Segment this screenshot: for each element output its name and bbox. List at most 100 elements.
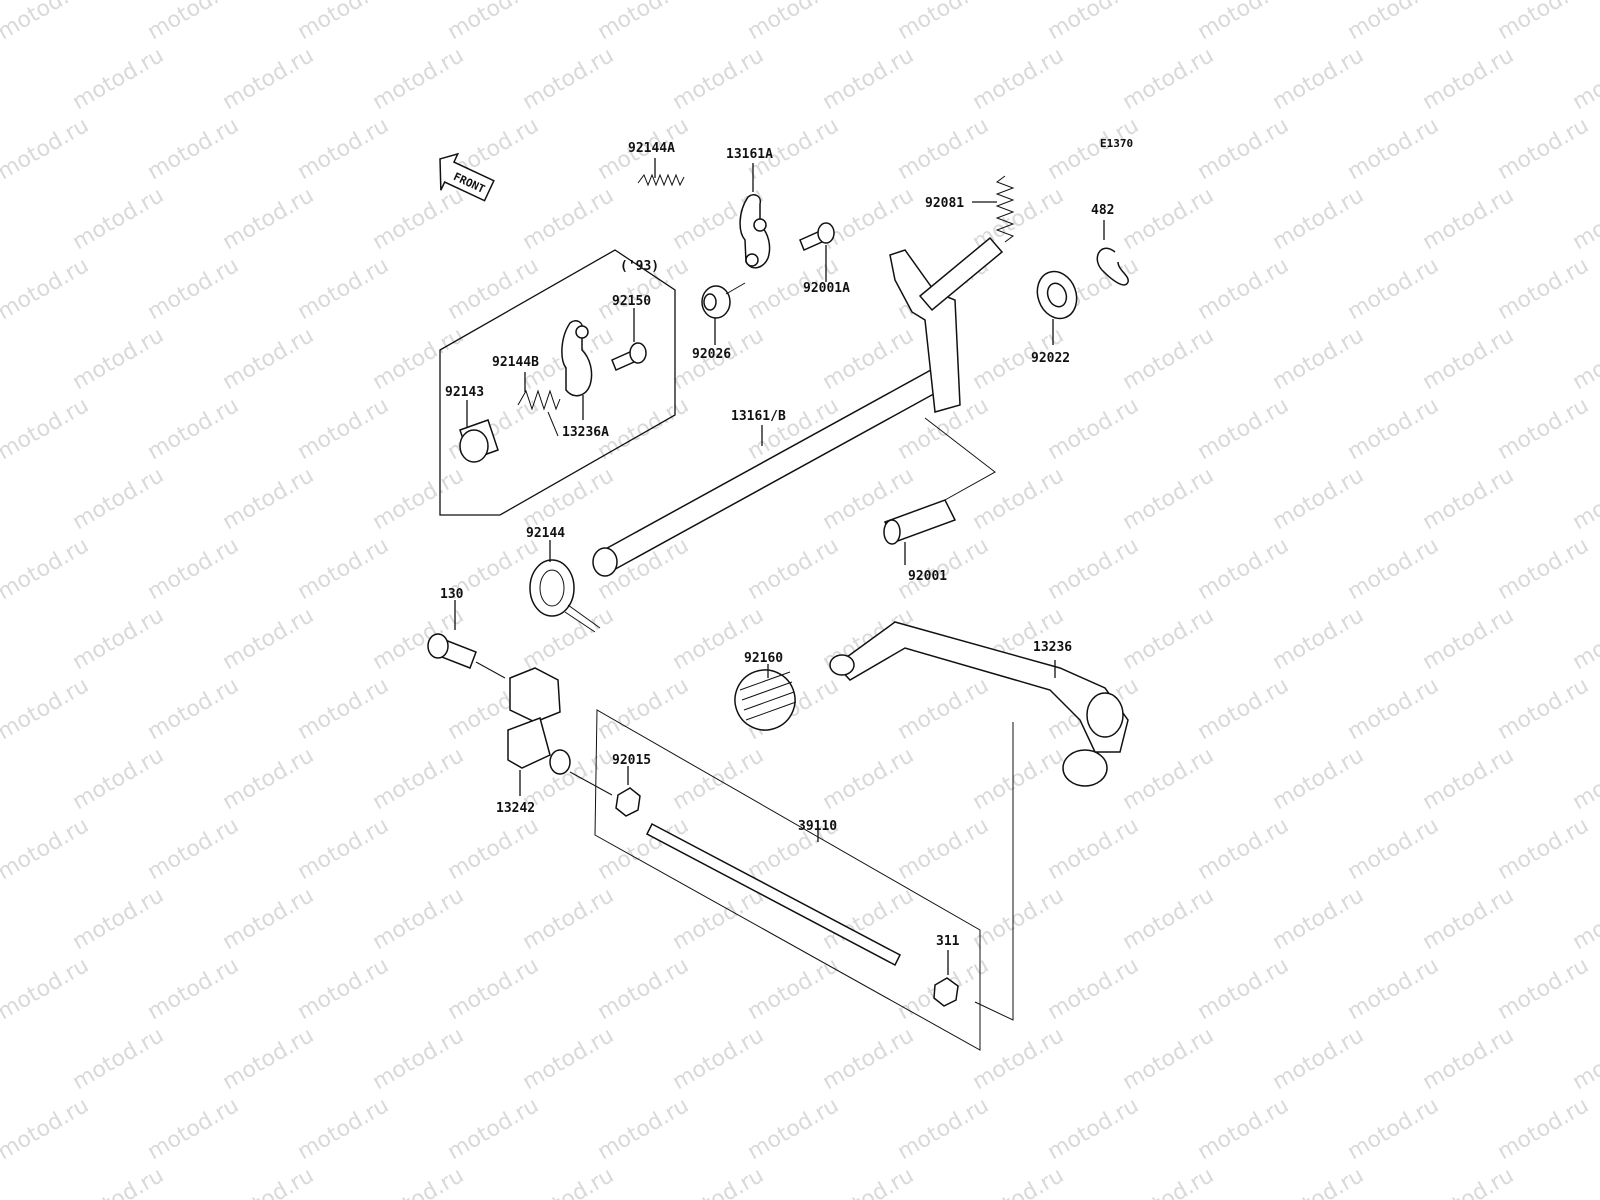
label-92150[interactable]: 92150 <box>612 294 651 309</box>
label-13236a[interactable]: 13236A <box>562 425 609 440</box>
part-13161b-shift-shaft[interactable] <box>592 236 1004 577</box>
watermark-text: motod.ru <box>1118 1023 1218 1095</box>
watermark-text: motod.ru <box>293 953 393 1025</box>
watermark-text: motod.ru <box>1418 743 1518 815</box>
part-92160-rubber[interactable] <box>727 662 804 739</box>
watermark-text: motod.ru <box>143 0 243 45</box>
part-39110-tie-rod[interactable] <box>646 822 901 967</box>
watermark-text: motod.ru <box>818 43 918 115</box>
watermark-text: motod.ru <box>293 673 393 745</box>
watermark-text: motod.ru <box>893 0 993 45</box>
watermark-text: motod.ru <box>1118 323 1218 395</box>
watermark-text: motod.ru <box>968 43 1068 115</box>
watermark-text: motod.ru <box>68 43 168 115</box>
watermark-text: motod.ru <box>1118 883 1218 955</box>
watermark-text: motod.ru <box>968 463 1068 535</box>
watermark-text: motod.ru <box>368 183 468 255</box>
label-39110[interactable]: 39110 <box>798 819 837 834</box>
part-13161a-arm[interactable] <box>739 194 771 269</box>
watermark-text: motod.ru <box>1493 0 1593 45</box>
watermark-text: motod.ru <box>1193 393 1293 465</box>
label-92001a[interactable]: 92001A <box>803 281 850 296</box>
watermark-text: motod.ru <box>1118 463 1218 535</box>
watermark-text: motod.ru <box>293 813 393 885</box>
watermark-text: motod.ru <box>1418 43 1518 115</box>
label-92143[interactable]: 92143 <box>445 385 484 400</box>
watermark-text: motod.ru <box>968 1163 1068 1200</box>
part-13236-shift-pedal[interactable] <box>829 621 1129 787</box>
watermark-text: motod.ru <box>68 323 168 395</box>
label-92160[interactable]: 92160 <box>744 651 783 666</box>
label-130[interactable]: 130 <box>440 587 464 602</box>
label-13236[interactable]: 13236 <box>1033 640 1072 655</box>
part-13242-clamp[interactable] <box>507 667 571 775</box>
watermark-text: motod.ru <box>218 603 318 675</box>
watermark-text: motod.ru <box>1268 883 1368 955</box>
watermark-text: motod.ru <box>293 113 393 185</box>
watermark-text: motod.ru <box>593 1093 693 1165</box>
inset-note: ('93) <box>620 259 659 274</box>
watermark-text: motod.ru <box>293 533 393 605</box>
watermark-text: motod.ru <box>0 533 93 605</box>
watermark-text: motod.ru <box>593 953 693 1025</box>
part-311-nut[interactable] <box>933 977 959 1007</box>
label-92001[interactable]: 92001 <box>908 569 947 584</box>
label-92144b[interactable]: 92144B <box>492 355 539 370</box>
watermark-text: motod.ru <box>518 43 618 115</box>
watermark-text: motod.ru <box>1343 533 1443 605</box>
watermark-text: motod.ru <box>368 43 468 115</box>
watermark-text: motod.ru <box>1268 463 1368 535</box>
watermark-text: motod.ru <box>1043 0 1143 45</box>
watermark-text: motod.ru <box>443 253 543 325</box>
label-13161b[interactable]: 13161/B <box>731 409 786 424</box>
label-311[interactable]: 311 <box>936 934 960 949</box>
label-482[interactable]: 482 <box>1091 203 1114 218</box>
label-92026[interactable]: 92026 <box>692 347 731 362</box>
watermark-text: motod.ru <box>293 1093 393 1165</box>
watermark-text: motod.ru <box>368 603 468 675</box>
watermark-text: motod.ru <box>1418 183 1518 255</box>
part-92150-bolt[interactable] <box>611 342 647 372</box>
part-130-bolt[interactable] <box>427 633 477 669</box>
part-92144b-spring[interactable] <box>517 389 561 437</box>
watermark-text: motod.ru <box>293 0 393 45</box>
part-92143-collar[interactable] <box>459 419 499 463</box>
label-92015[interactable]: 92015 <box>612 753 651 768</box>
part-13236a-arm[interactable] <box>561 320 593 397</box>
watermark-text: motod.ru <box>68 883 168 955</box>
watermark-text: motod.ru <box>68 743 168 815</box>
watermark-text: motod.ru <box>0 113 93 185</box>
label-92081[interactable]: 92081 <box>925 196 964 211</box>
watermark-text: motod.ru <box>1568 463 1600 535</box>
watermark-text: motod.ru <box>893 673 993 745</box>
watermark-text: motod.ru <box>0 673 93 745</box>
part-92022-washer[interactable] <box>1031 266 1083 324</box>
label-92144[interactable]: 92144 <box>526 526 565 541</box>
label-92144a[interactable]: 92144A <box>628 141 675 156</box>
watermark-text: motod.ru <box>0 953 93 1025</box>
watermark-text: motod.ru <box>518 1023 618 1095</box>
watermark-text: motod.ru <box>1268 1163 1368 1200</box>
part-92081-spring[interactable] <box>995 175 1015 243</box>
part-92144-return-spring[interactable] <box>529 559 601 633</box>
watermark-text: motod.ru <box>1568 883 1600 955</box>
part-92026-collar[interactable] <box>701 285 731 319</box>
part-482-circlip[interactable] <box>1096 247 1129 286</box>
watermark-text: motod.ru <box>968 1023 1068 1095</box>
watermark-text: motod.ru <box>1493 813 1593 885</box>
watermark-text: motod.ru <box>1418 1163 1518 1200</box>
watermark-text: motod.ru <box>0 0 93 45</box>
part-92144a-spring[interactable] <box>637 173 685 187</box>
label-92022[interactable]: 92022 <box>1031 351 1070 366</box>
watermark-text: motod.ru <box>218 1163 318 1200</box>
label-13161a[interactable]: 13161A <box>726 147 773 162</box>
watermark-text: motod.ru <box>218 883 318 955</box>
watermark-text: motod.ru <box>1268 43 1368 115</box>
part-92001-pin[interactable] <box>883 499 957 545</box>
watermark-text: motod.ru <box>1568 743 1600 815</box>
watermark-text: motod.ru <box>1193 1093 1293 1165</box>
part-92001a-bolt[interactable] <box>799 222 835 252</box>
part-92015-nut[interactable] <box>615 787 641 817</box>
label-13242[interactable]: 13242 <box>496 801 535 816</box>
watermark-text: motod.ru <box>818 183 918 255</box>
